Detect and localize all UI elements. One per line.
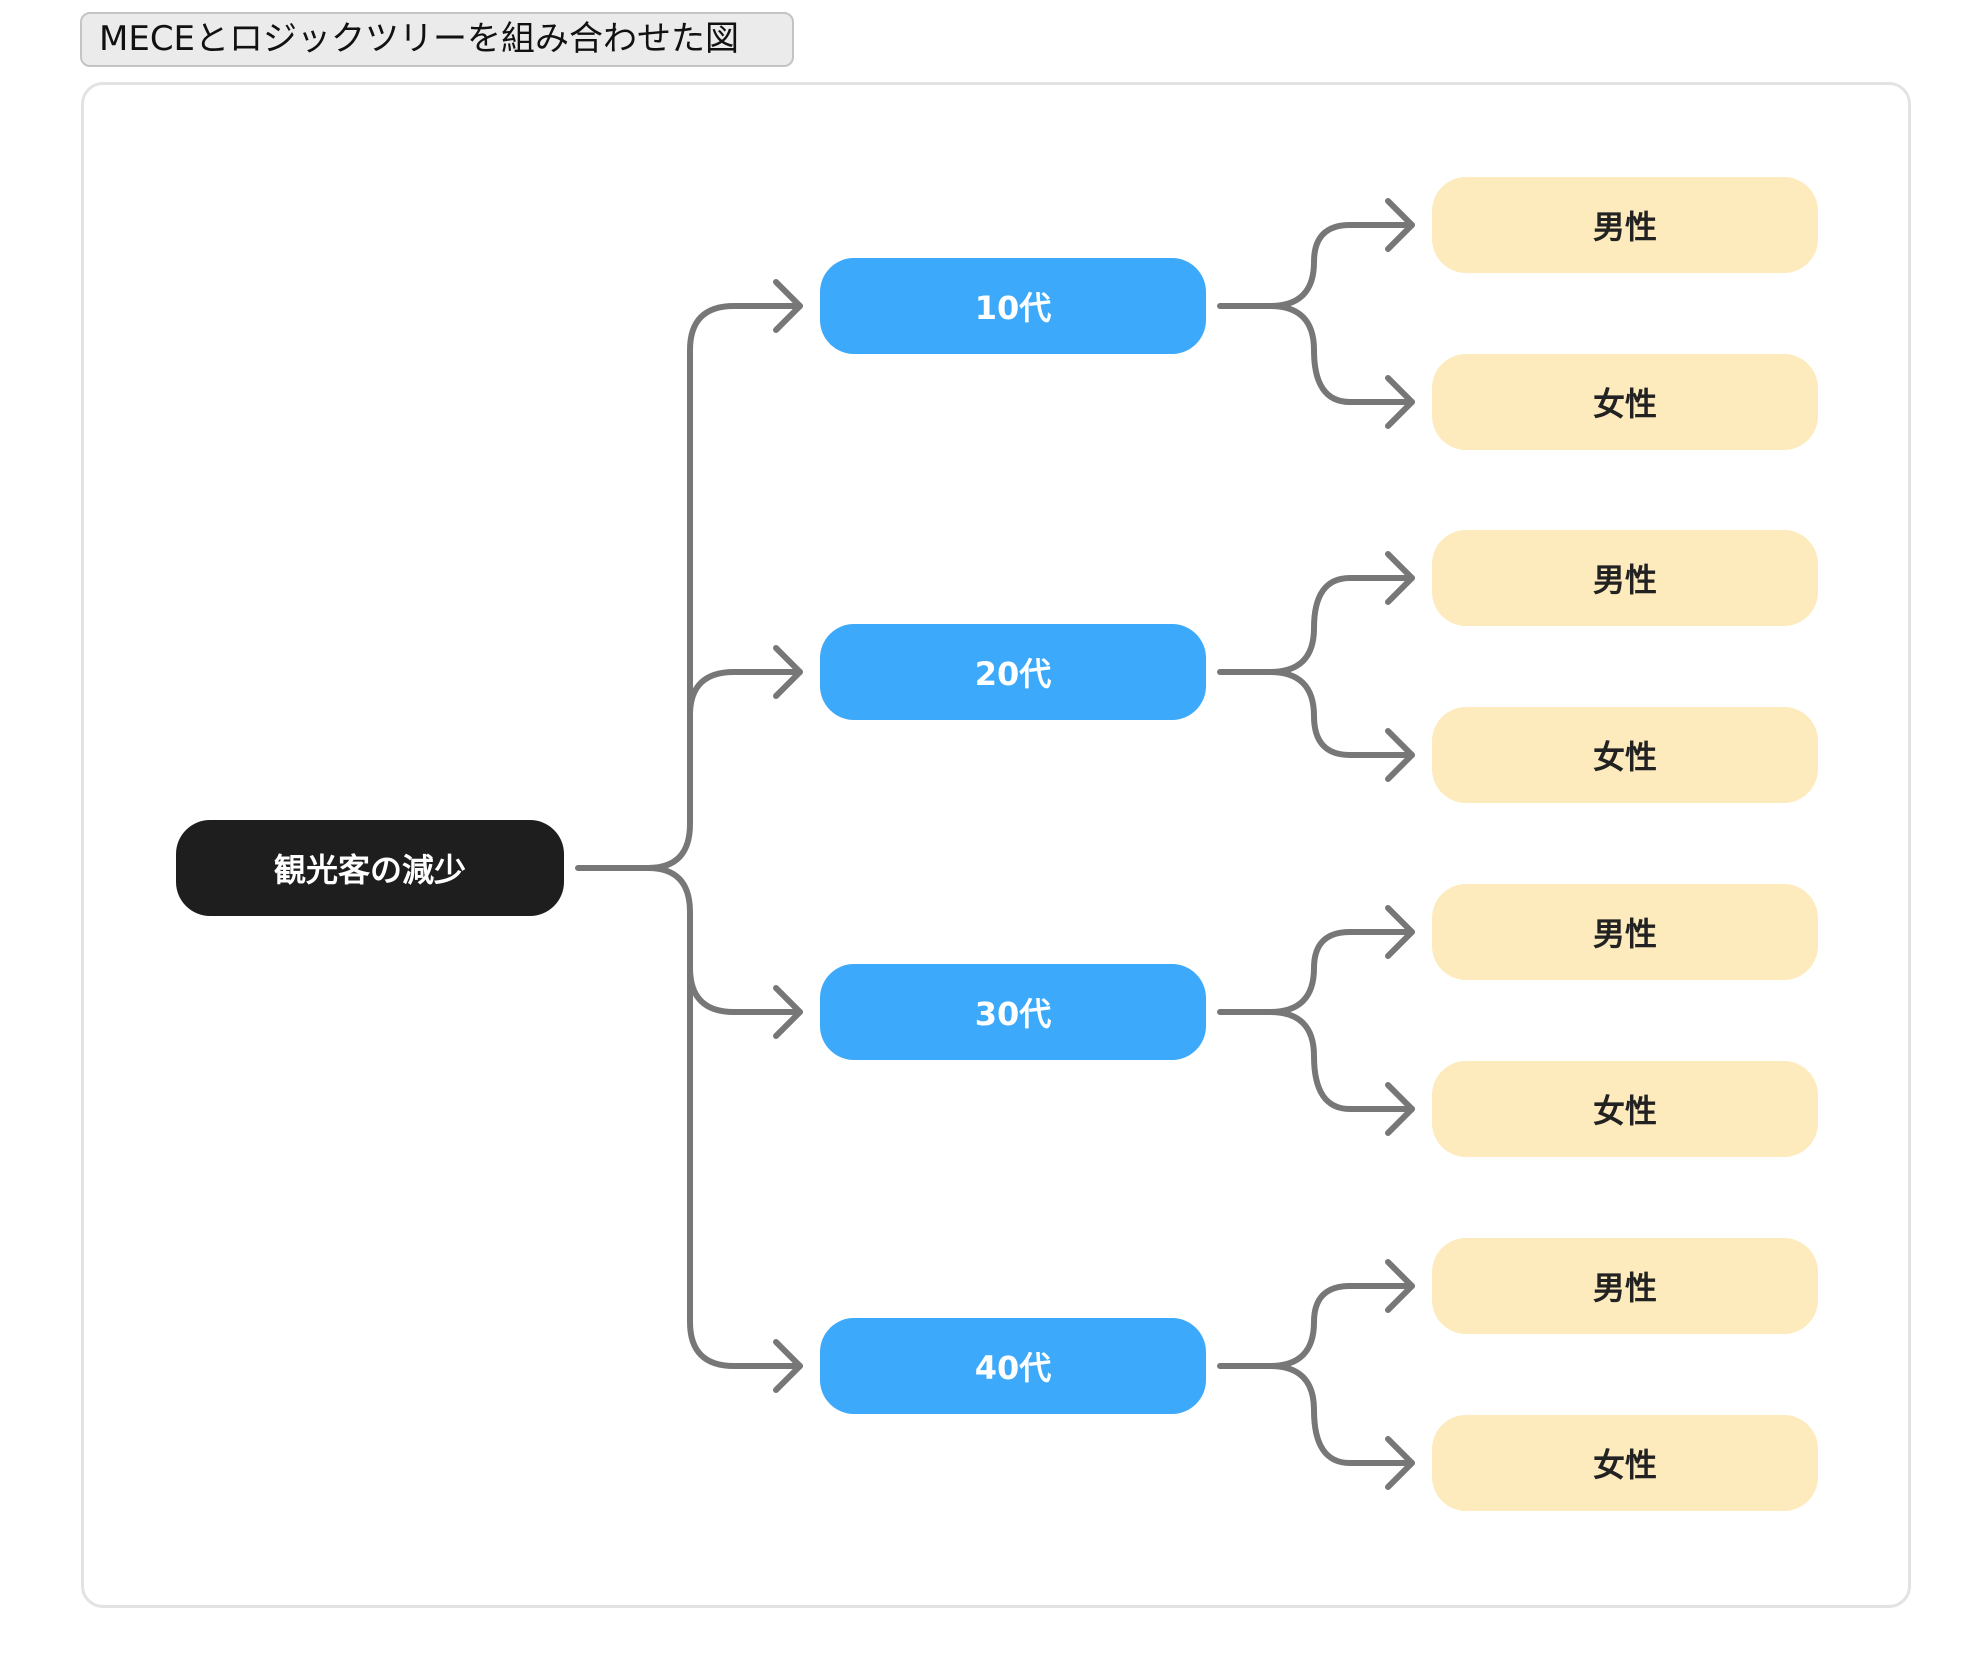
age-node-10[interactable]: 10代: [820, 258, 1206, 354]
arrowhead-age-20-female: [1385, 728, 1415, 782]
arrowhead-age-30-male: [1385, 905, 1415, 959]
arrowhead-age-20: [773, 645, 803, 699]
arrowhead-age-30-female: [1385, 1082, 1415, 1136]
gender-node-30-male[interactable]: 男性: [1432, 884, 1818, 980]
connector-root-to-age-40: [687, 965, 803, 1369]
arrowhead-age-40-female: [1385, 1436, 1415, 1490]
gender-node-10-female[interactable]: 女性: [1432, 354, 1818, 450]
connector-age-20-to-female: [1267, 669, 1415, 758]
gender-node-40-male[interactable]: 男性: [1432, 1238, 1818, 1334]
arrowhead-age-10: [773, 279, 803, 333]
connector-age-10-to-male: [1217, 222, 1415, 309]
gender-node-20-male[interactable]: 男性: [1432, 530, 1818, 626]
connector-age-30-to-female: [1267, 1009, 1415, 1112]
connector-age-10-to-female: [1267, 303, 1415, 405]
arrowhead-age-10-male: [1385, 198, 1415, 252]
gender-node-20-female[interactable]: 女性: [1432, 707, 1818, 803]
gender-node-30-female[interactable]: 女性: [1432, 1061, 1818, 1157]
connector-root-to-age-20: [687, 669, 803, 743]
age-node-30[interactable]: 30代: [820, 964, 1206, 1060]
connector-age-40-to-male: [1217, 1283, 1415, 1369]
connector-age-40-to-female: [1267, 1363, 1415, 1466]
connector-age-20-to-male: [1217, 575, 1415, 675]
age-node-40[interactable]: 40代: [820, 1318, 1206, 1414]
connector-root-to-age-10: [575, 303, 803, 871]
root-node[interactable]: 観光客の減少: [176, 820, 564, 916]
arrowhead-age-20-male: [1385, 551, 1415, 605]
gender-node-10-male[interactable]: 男性: [1432, 177, 1818, 273]
diagram-title-tab[interactable]: MECEとロジックツリーを組み合わせた図: [80, 12, 794, 67]
arrowhead-age-10-female: [1385, 375, 1415, 429]
age-node-20[interactable]: 20代: [820, 624, 1206, 720]
arrowhead-age-40: [773, 1339, 803, 1393]
gender-node-40-female[interactable]: 女性: [1432, 1415, 1818, 1511]
arrowhead-age-30: [773, 985, 803, 1039]
arrowhead-age-40-male: [1385, 1259, 1415, 1313]
connector-age-30-to-male: [1217, 929, 1415, 1015]
